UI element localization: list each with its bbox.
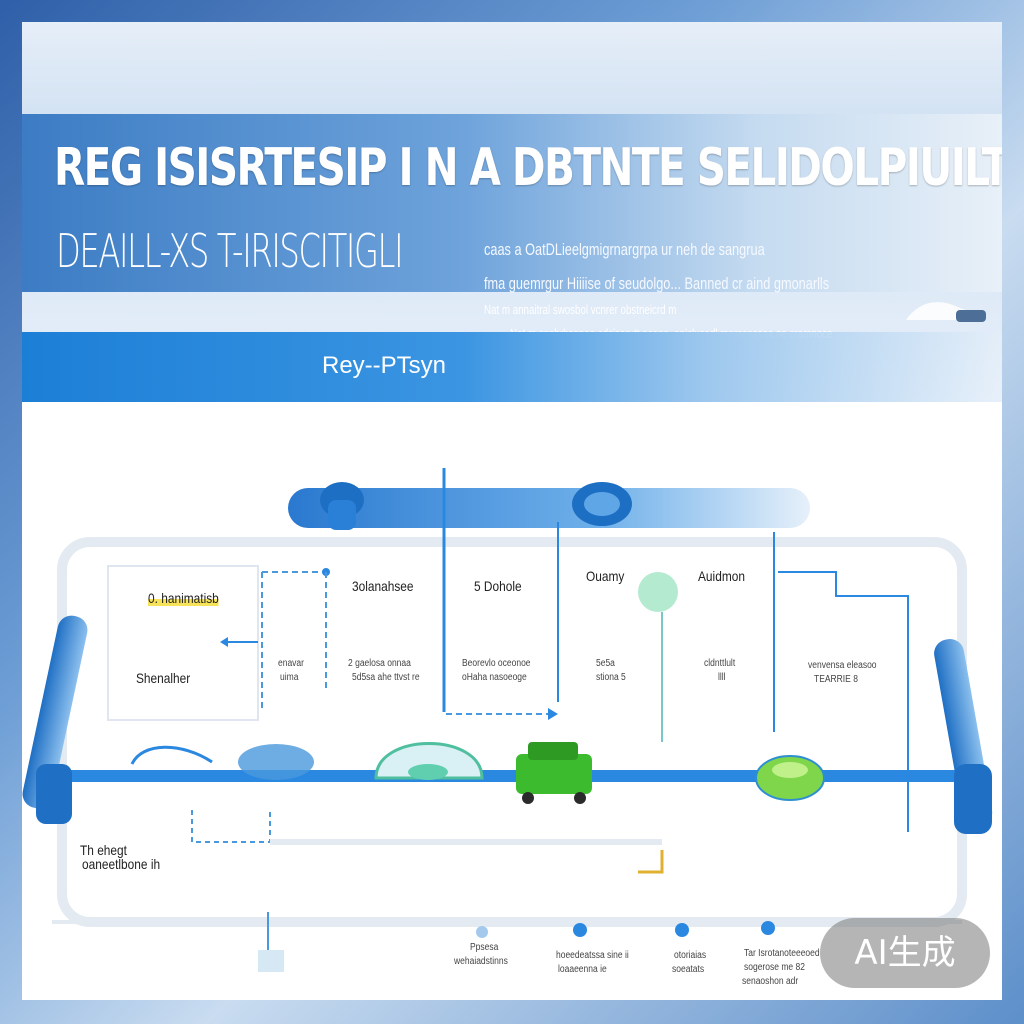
description-line: caas a OatDLieelgmigrnargrpa ur neh de s… <box>484 240 765 259</box>
node-dot-icon <box>573 923 587 937</box>
diagram-caption: llll <box>718 672 726 683</box>
title-band <box>22 114 1002 292</box>
diagram-caption: Tar Isrotanoteeeoed <box>744 948 820 959</box>
diagram-caption: venvensa eleasoo <box>808 660 877 671</box>
diagram-caption: stiona 5 <box>596 672 626 683</box>
section-tab-strip <box>22 332 1002 402</box>
diagram-caption: senaoshon adr <box>742 976 799 987</box>
right-end-cap-icon <box>954 764 992 834</box>
diagram-label: Auidmon <box>698 568 745 584</box>
diagram-label: 0. hanimatisb <box>148 590 219 606</box>
diagram-caption: hoeedeatssa sine ii <box>556 950 629 961</box>
node-dot-icon <box>761 921 775 935</box>
hook-icon <box>638 850 664 874</box>
capsule-icon <box>755 755 825 801</box>
node-dot-icon <box>476 926 488 938</box>
pen-icon <box>906 302 986 322</box>
diagram-caption: 2 gaelosa onnaa <box>348 658 411 669</box>
diagram-caption: Ppsesa <box>470 942 499 953</box>
left-side-pipe <box>22 615 88 809</box>
page-title: REG ISISRTESIP I N A DBTNTE SELIDOLPIUIL… <box>54 138 1002 198</box>
description-line: Nat m annaitral swosbol vcnrer obstneicr… <box>484 302 677 317</box>
diagram-caption: loaaeenna ie <box>558 964 607 975</box>
node-dot-icon <box>675 923 689 937</box>
diagram-label: Ouamy <box>586 568 625 584</box>
diagram-graphics <box>22 468 993 972</box>
diagram-caption: sogerose me 82 <box>744 962 805 973</box>
right-valve-icon <box>572 482 632 526</box>
diagram-caption: 5e5a <box>596 658 615 669</box>
section-tab-label[interactable]: Rey--PTsyn <box>322 352 447 379</box>
diagram-caption: 5d5sa ahe ttvst re <box>352 672 420 683</box>
car-icon <box>516 742 592 804</box>
diagram-label: 5 Dohole <box>474 578 522 594</box>
diagram-label: Shenalher <box>136 670 191 686</box>
status-bubble-icon <box>638 572 678 612</box>
page-subtitle: DEAILL-XS T-IRISCITIGLI <box>56 224 404 278</box>
left-end-cap-icon <box>36 764 72 824</box>
diagram-caption: otoriaias <box>674 950 707 961</box>
diagram-label: 3olanahsee <box>352 578 414 594</box>
diagram-caption: enavar <box>278 658 304 669</box>
diagram-label: oaneetlbone ih <box>82 856 161 872</box>
connector-line <box>191 810 271 843</box>
diagram-label: Th ehegt <box>80 842 127 858</box>
diagram-caption: wehaiadstinns <box>454 956 508 967</box>
description-line: fma guemrgur Hiiiise of seudolgo... Bann… <box>484 274 830 293</box>
ai-generated-badge: AI生成 <box>820 918 990 988</box>
main-pipe <box>52 770 970 782</box>
vehicle-icon <box>130 744 314 780</box>
diagram-caption: cldnttlult <box>704 658 736 669</box>
diagram-caption: Beorevlo oceonoe <box>462 658 531 669</box>
diagram-caption: oHaha nasoeoge <box>462 672 527 683</box>
diagram-caption: soeatats <box>672 964 705 975</box>
diagram-caption: uima <box>280 672 299 683</box>
node-box-icon <box>258 950 284 972</box>
diagram-caption: TEARRIE 8 <box>814 674 858 685</box>
connector-line <box>778 571 909 832</box>
left-valve-icon <box>320 482 364 530</box>
infographic-frame: REG ISISRTESIP I N A DBTNTE SELIDOLPIUIL… <box>22 22 1002 1000</box>
dome-icon <box>374 742 484 780</box>
top-pipe <box>288 488 810 528</box>
